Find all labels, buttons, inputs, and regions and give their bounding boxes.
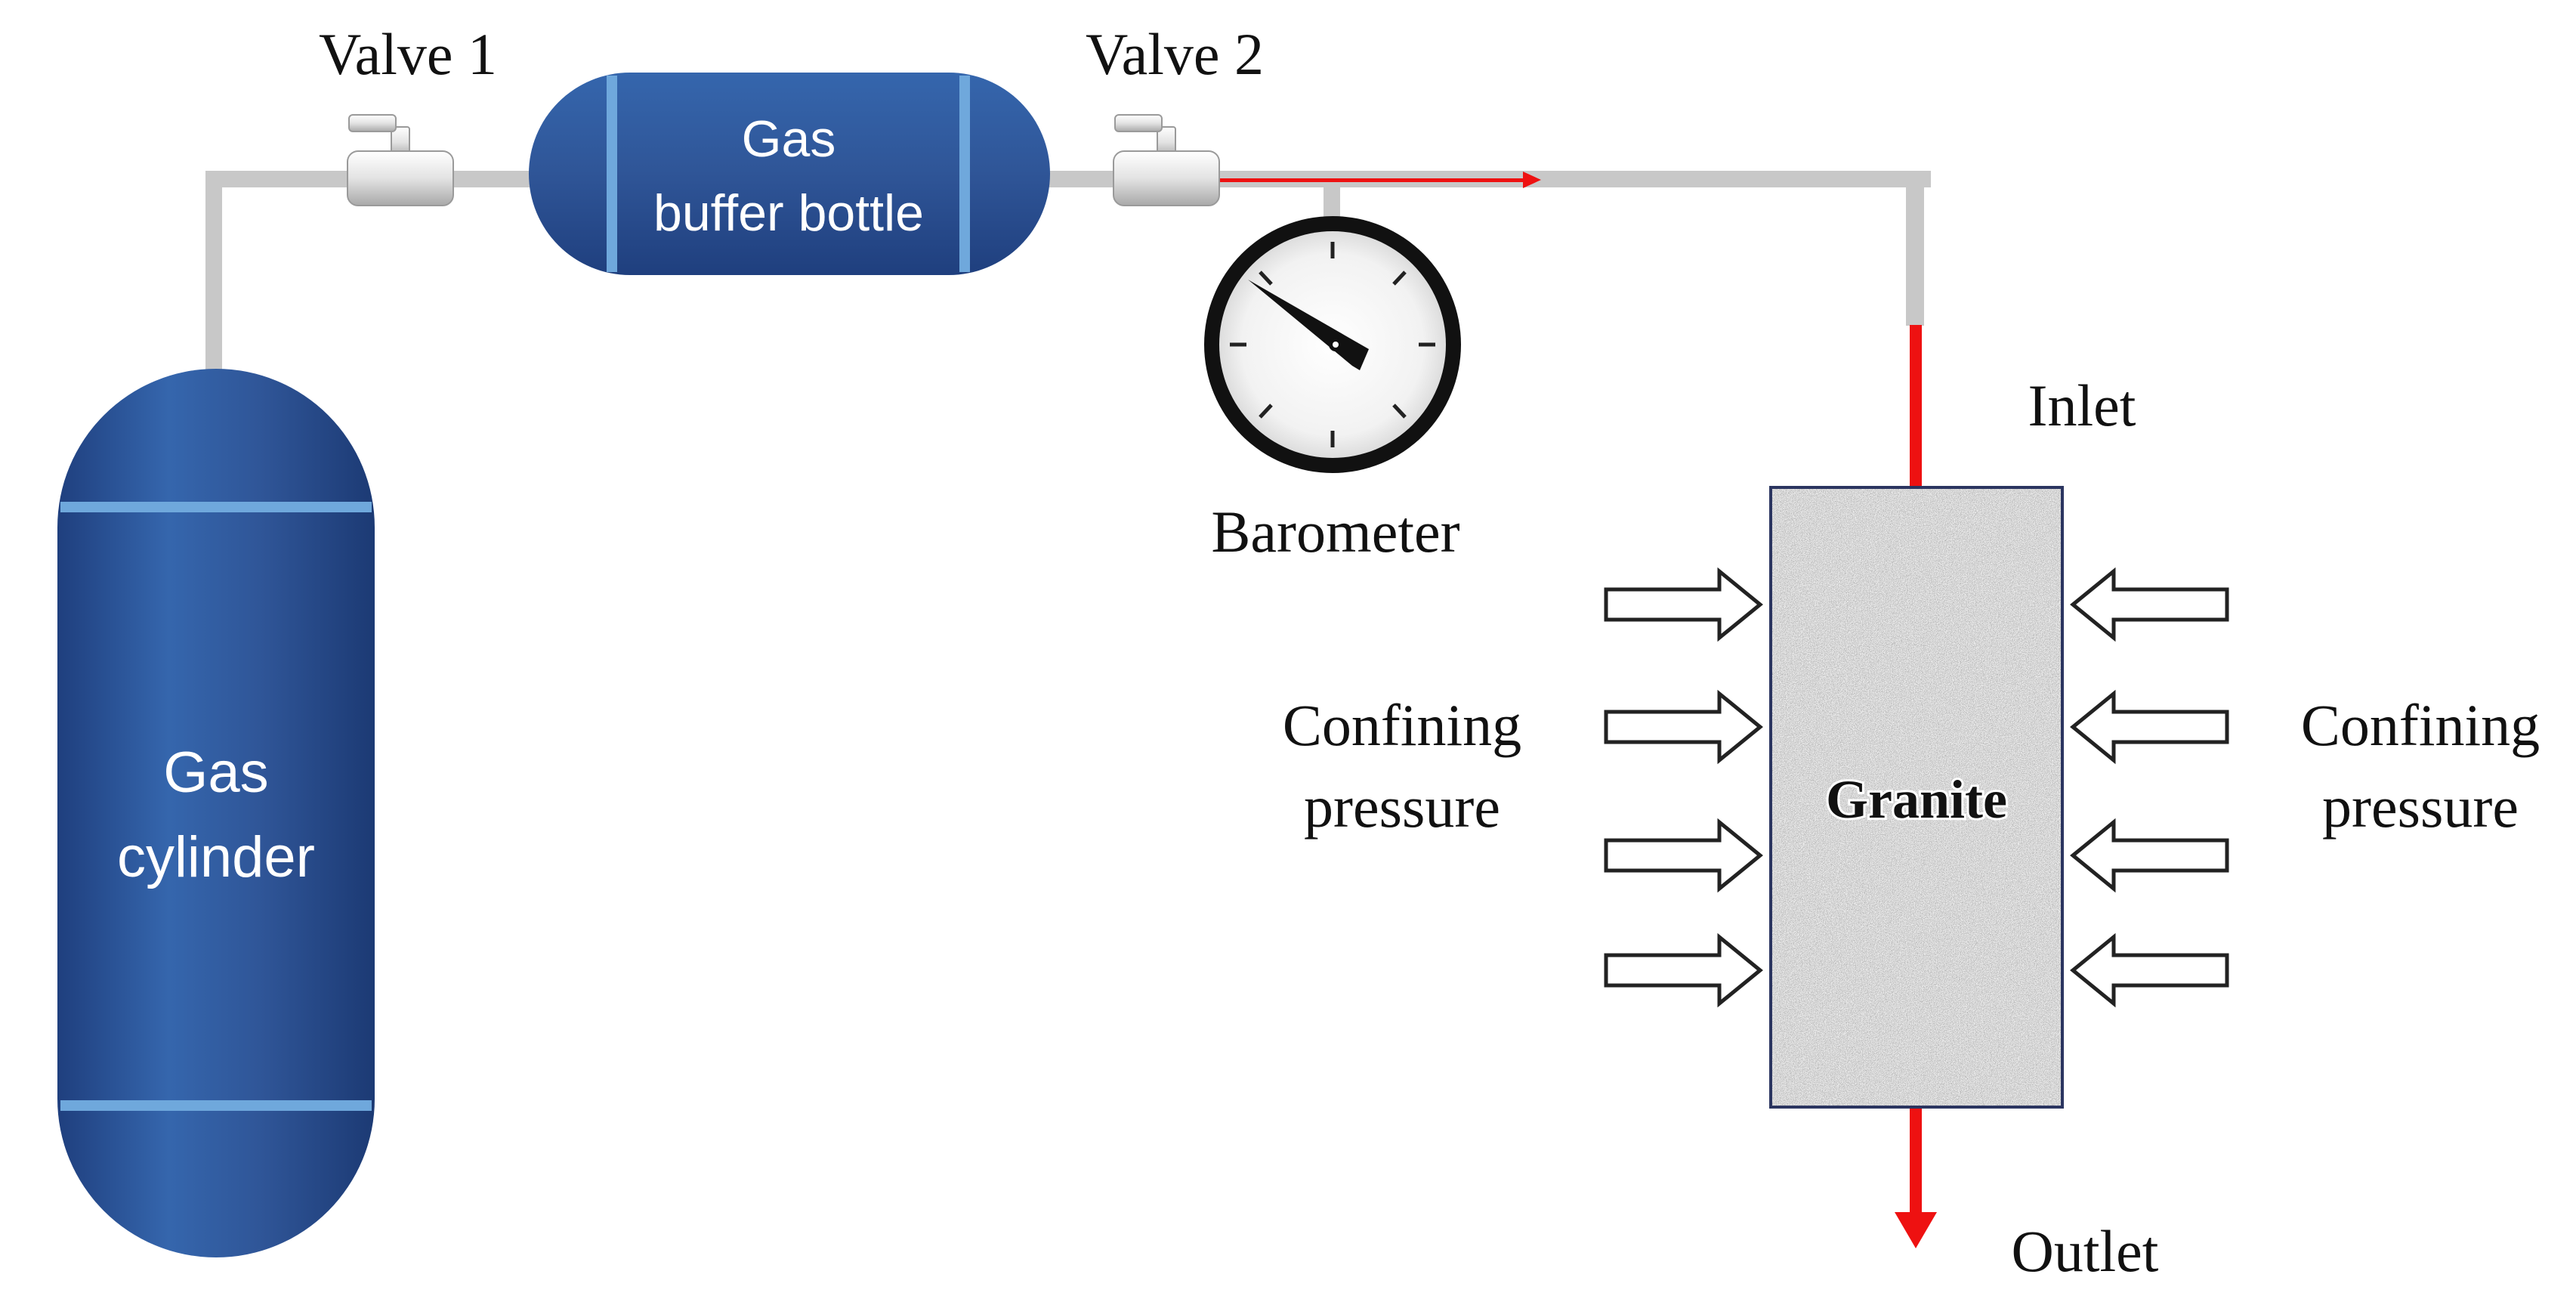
valve-1[interactable] xyxy=(347,114,454,206)
valve-1-label: Valve 1 xyxy=(319,21,497,87)
confining-arrow-left-4 xyxy=(1604,932,1763,1008)
pipe-gauge-stem xyxy=(1324,187,1340,219)
inlet-label: Inlet xyxy=(2028,373,2136,438)
confining-pressure-right-line2: pressure xyxy=(2322,774,2519,840)
confining-pressure-left-line1: Confining xyxy=(1283,692,1521,758)
confining-arrow-right-1 xyxy=(2070,567,2229,642)
outlet-label: Outlet xyxy=(2012,1218,2159,1284)
outlet-arrow xyxy=(1895,1107,1937,1248)
barometer-label: Barometer xyxy=(1211,499,1459,564)
confining-arrows-right xyxy=(2070,567,2229,1008)
confining-arrow-right-4 xyxy=(2070,932,2229,1008)
buffer-bottle-body xyxy=(529,73,1050,275)
valve-1-handle xyxy=(348,114,397,132)
confining-arrow-right-3 xyxy=(2070,818,2229,893)
confining-pressure-right-line1: Confining xyxy=(2301,692,2540,758)
gas-cylinder-label-line1: Gas xyxy=(163,741,268,805)
pipe-top-right xyxy=(1156,171,1931,187)
valve-2[interactable] xyxy=(1113,114,1220,206)
granite-texture xyxy=(1771,487,2062,1107)
granite-label: Granite xyxy=(1826,769,2007,830)
valve-1-body xyxy=(347,150,454,206)
flow-direction-arrow xyxy=(1220,172,1541,188)
granite-border xyxy=(1769,486,2064,1109)
confining-arrow-right-2 xyxy=(2070,689,2229,765)
valve-2-label: Valve 2 xyxy=(1086,21,1264,87)
confining-arrow-left-1 xyxy=(1604,567,1763,642)
gas-cylinder: Gas cylinder xyxy=(57,369,375,1257)
gas-cylinder-body xyxy=(57,369,375,1257)
pipe-cylinder-riser xyxy=(205,171,222,375)
granite-sample: Granite xyxy=(1769,486,2064,1109)
confining-arrows-left xyxy=(1604,567,1763,1008)
gas-cylinder-band-bottom xyxy=(60,1100,372,1111)
buffer-bottle-label-line2: buffer bottle xyxy=(653,184,924,242)
gas-buffer-bottle: Gas buffer bottle xyxy=(529,73,1050,275)
pipe-down-to-inlet xyxy=(1906,171,1924,326)
gas-cylinder-label-line2: cylinder xyxy=(117,825,315,889)
buffer-bottle-label-line1: Gas xyxy=(742,110,836,168)
confining-arrow-left-2 xyxy=(1604,689,1763,765)
valve-2-body xyxy=(1113,150,1220,206)
gas-cylinder-band-top xyxy=(60,502,372,512)
barometer-ticks xyxy=(1230,242,1435,447)
barometer-gauge xyxy=(1204,216,1461,473)
confining-pressure-left-line2: pressure xyxy=(1304,774,1500,840)
buffer-bottle-band-right xyxy=(959,76,970,272)
buffer-bottle-band-left xyxy=(607,76,617,272)
pipe-network xyxy=(205,171,1931,375)
confining-arrow-left-3 xyxy=(1604,818,1763,893)
valve-2-handle xyxy=(1114,114,1163,132)
